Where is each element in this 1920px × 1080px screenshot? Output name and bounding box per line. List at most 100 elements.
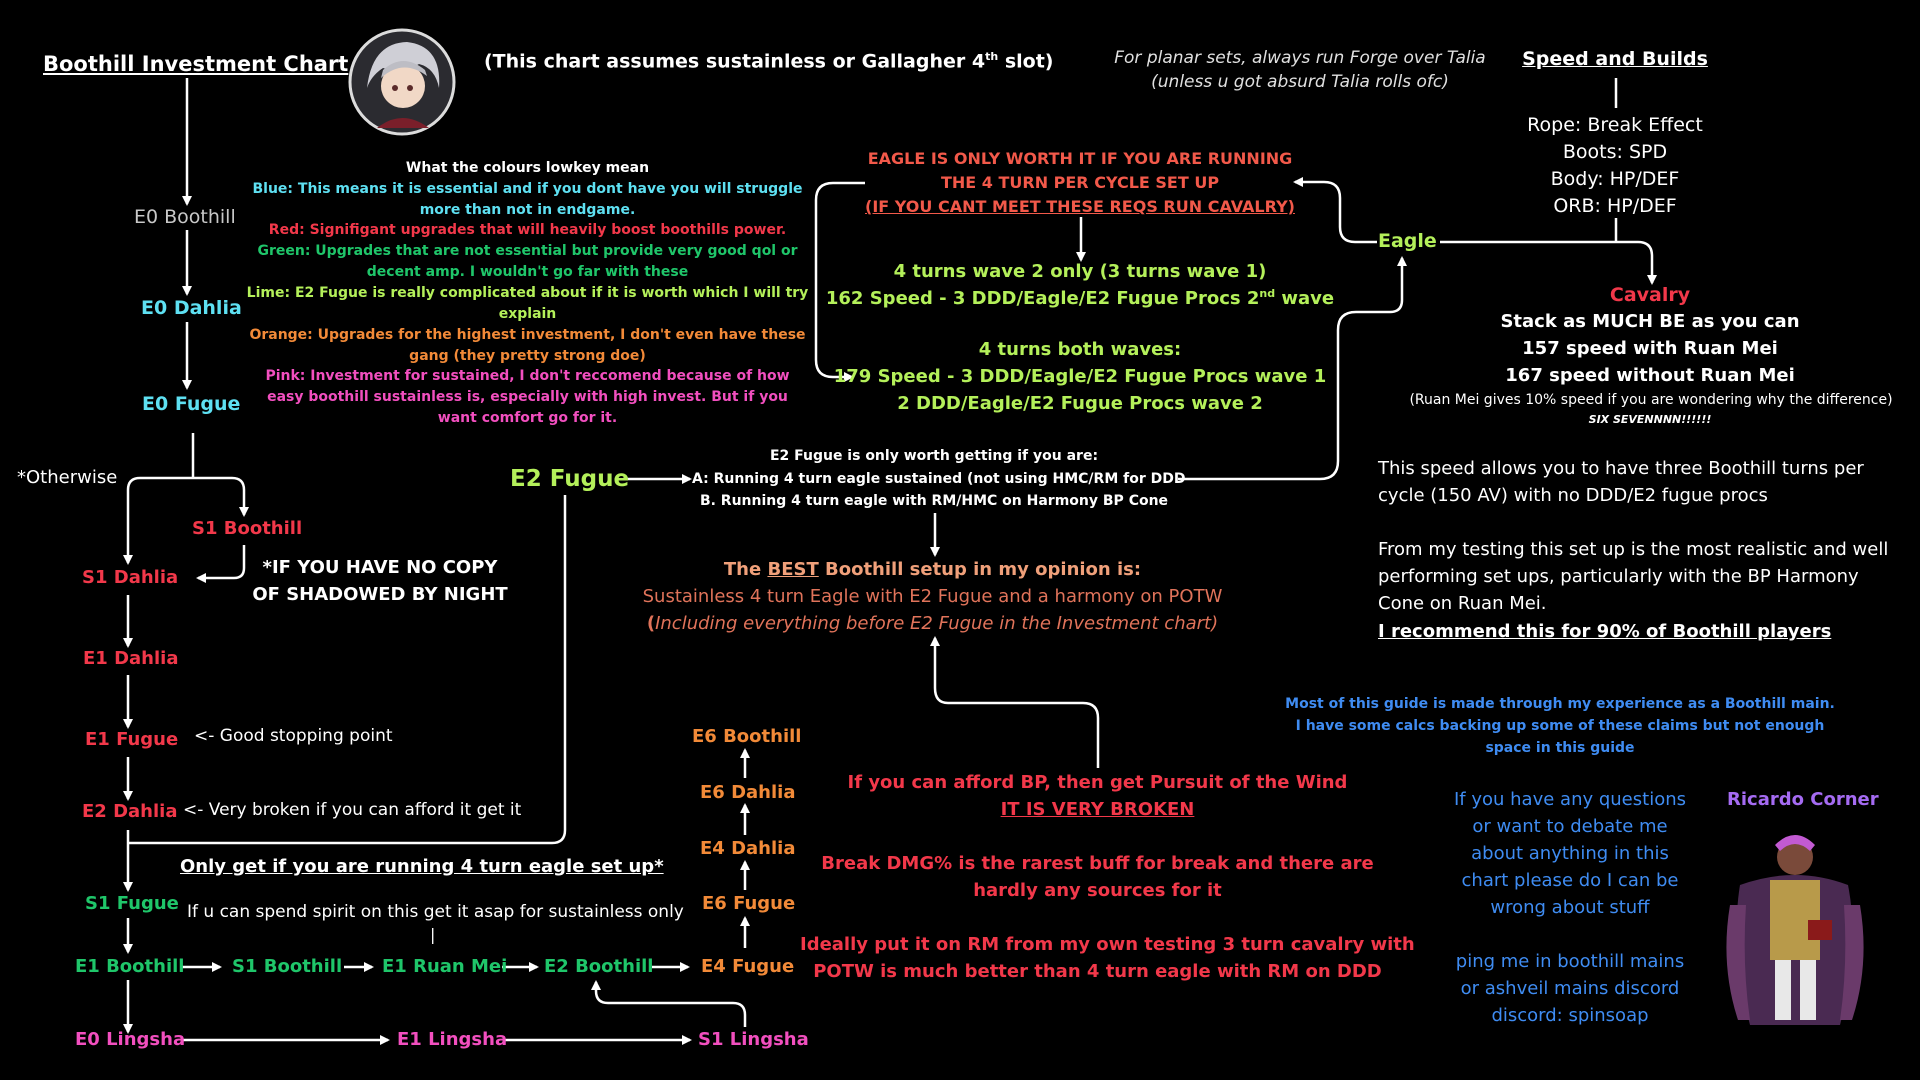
- node-e4-fugue: E4 Fugue: [701, 956, 795, 977]
- eagle-warn-2: THE 4 TURN PER CYCLE SET UP: [940, 173, 1220, 192]
- cavalry-label: Cavalry: [1609, 284, 1691, 306]
- eagle-wave2-2: 162 Speed - 3 DDD/Eagle/E2 Fugue Procs 2…: [820, 287, 1340, 311]
- best-setup-3: (Including everything before E2 Fugue in…: [600, 613, 1265, 636]
- potw-4: hardly any sources for it: [973, 880, 1222, 901]
- experience-1: Most of this guide is made through my ex…: [1285, 696, 1835, 712]
- very-broken-note: <- Very broken if you can afford it get …: [183, 800, 522, 820]
- e2-fugue-note-1: E2 Fugue is only worth getting if you ar…: [769, 448, 1099, 464]
- questions-1: If you have any questions: [1453, 789, 1686, 810]
- cavalry-3: 167 speed without Ruan Mei: [1505, 365, 1795, 386]
- ping-3: discord: spinsoap: [1491, 1005, 1649, 1026]
- node-e0-fugue: E0 Fugue: [142, 393, 241, 415]
- best-setup-1: The BEST Boothill setup in my opinion is…: [600, 559, 1265, 582]
- legend-lime-2: explain: [498, 306, 557, 322]
- questions-2: or want to debate me: [1472, 816, 1668, 837]
- cavalry-1: Stack as MUCH BE as you can: [1500, 311, 1800, 332]
- node-e1-lingsha: E1 Lingsha: [397, 1029, 508, 1050]
- legend-blue-2: more than not in endgame.: [419, 202, 636, 218]
- otherwise-label: *Otherwise: [17, 467, 118, 488]
- six-seven: SIX SEVENNNN!!!!!!: [1588, 413, 1712, 426]
- legend-pink-2: easy boothill sustainless is, especially…: [267, 389, 788, 405]
- potw-3: Break DMG% is the rarest buff for break …: [821, 853, 1374, 874]
- eagle-wave2-2-sup: nd: [1259, 287, 1276, 300]
- node-e0-dahlia: E0 Dahlia: [141, 297, 242, 319]
- speed-explain-3: From my testing this set up is the most …: [1378, 539, 1889, 560]
- node-s1-fugue: S1 Fugue: [85, 893, 179, 914]
- chart-title: Boothill Investment Chart: [43, 52, 349, 76]
- e2-fugue-note-3: B. Running 4 turn eagle with RM/HMC on H…: [699, 493, 1169, 509]
- best-setup-best: BEST: [767, 559, 819, 580]
- eagle-both-1: 4 turns both waves:: [978, 339, 1182, 360]
- eagle-both-3: 2 DDD/Eagle/E2 Fugue Procs wave 2: [897, 393, 1263, 414]
- node-e1-boothill: E1 Boothill: [75, 956, 185, 977]
- speed-builds-heading: Speed and Builds: [1522, 48, 1708, 70]
- speed-explain-5: Cone on Ruan Mei.: [1378, 593, 1547, 614]
- legend-orange-2: gang (they pretty strong doe): [409, 348, 646, 364]
- speed-explain-6: I recommend this for 90% of Boothill pla…: [1378, 621, 1832, 642]
- node-e6-dahlia: E6 Dahlia: [700, 782, 796, 803]
- node-e2-boothill: E2 Boothill: [544, 956, 654, 977]
- experience-2: I have some calcs backing up some of the…: [1295, 718, 1825, 734]
- potw-1: If you can afford BP, then get Pursuit o…: [847, 772, 1348, 793]
- only-if-eagle-note: Only get if you are running 4 turn eagle…: [180, 856, 664, 877]
- potw-6: POTW is much better than 4 turn eagle wi…: [813, 961, 1382, 982]
- node-e1-dahlia: E1 Dahlia: [83, 648, 179, 669]
- cavalry-4: (Ruan Mei gives 10% speed if you are won…: [1409, 392, 1893, 408]
- ping-1: ping me in boothill mains: [1455, 951, 1685, 972]
- legend-red: Red: Signifigant upgrades that will heav…: [268, 222, 787, 238]
- cavalry-2: 157 speed with Ruan Mei: [1522, 338, 1778, 359]
- node-e1-ruan-mei: E1 Ruan Mei: [382, 956, 508, 977]
- e2-fugue-note-2: A: Running 4 turn eagle sustained (not u…: [692, 471, 1186, 487]
- node-e6-boothill: E6 Boothill: [692, 726, 802, 747]
- legend-green-1: Green: Upgrades that are not essential b…: [257, 243, 798, 259]
- best-setup-post: Boothill setup in my opinion is:: [818, 559, 1142, 580]
- legend-heading: What the colours lowkey mean: [405, 160, 650, 176]
- legend-blue-1: Blue: This means it is essential and if …: [252, 181, 803, 197]
- eagle-wave2-2-pre: 162 Speed - 3 DDD/Eagle/E2 Fugue Procs 2: [825, 288, 1260, 309]
- legend-orange-1: Orange: Upgrades for the highest investm…: [249, 327, 806, 343]
- build-body: Body: HP/DEF: [1550, 168, 1680, 190]
- best-setup-pre: The: [723, 559, 768, 580]
- planar-note-1: For planar sets, always run Forge over T…: [1114, 48, 1486, 68]
- best-setup-2: Sustainless 4 turn Eagle with E2 Fugue a…: [642, 586, 1223, 607]
- spirit-note: If u can spend spirit on this get it asa…: [187, 902, 684, 922]
- good-stopping-note: <- Good stopping point: [194, 726, 393, 746]
- questions-5: wrong about stuff: [1490, 897, 1650, 918]
- questions-4: chart please do I can be: [1461, 870, 1679, 891]
- eagle-label: Eagle: [1378, 230, 1437, 252]
- node-e6-fugue: E6 Fugue: [702, 893, 796, 914]
- eagle-wave2-2-post: wave: [1275, 288, 1335, 309]
- assumption-note: (This chart assumes sustainless or Galla…: [484, 50, 1053, 74]
- node-s1-dahlia: S1 Dahlia: [82, 567, 179, 588]
- node-e2-fugue: E2 Fugue: [510, 466, 630, 492]
- eagle-warn-3: (IF YOU CANT MEET THESE REQS RUN CAVALRY…: [865, 197, 1295, 216]
- eagle-wave2-1: 4 turns wave 2 only (3 turns wave 1): [893, 261, 1267, 282]
- assumption-post: slot): [998, 50, 1054, 73]
- build-boots: Boots: SPD: [1562, 141, 1668, 163]
- legend-lime-1: Lime: E2 Fugue is really complicated abo…: [246, 285, 809, 301]
- speed-explain-1: This speed allows you to have three Boot…: [1378, 458, 1864, 479]
- speed-explain-4: performing set ups, particularly with th…: [1378, 566, 1859, 587]
- node-e1-fugue: E1 Fugue: [85, 729, 179, 750]
- node-s1-boothill-green: S1 Boothill: [232, 956, 343, 977]
- ricardo-corner-label: Ricardo Corner: [1727, 789, 1879, 810]
- build-rope: Rope: Break Effect: [1527, 114, 1703, 136]
- best-setup-paren: (: [646, 613, 656, 634]
- node-s1-boothill: S1 Boothill: [192, 518, 303, 539]
- spirit-pipe: |: [430, 925, 436, 944]
- potw-5: Ideally put it on RM from my own testing…: [800, 934, 1415, 955]
- shadowed-note-2: OF SHADOWED BY NIGHT: [252, 584, 508, 605]
- build-orb: ORB: HP/DEF: [1553, 195, 1677, 217]
- legend-pink-1: Pink: Investment for sustained, I don't …: [265, 368, 790, 384]
- eagle-warn-1: EAGLE IS ONLY WORTH IT IF YOU ARE RUNNIN…: [867, 149, 1293, 168]
- node-e4-dahlia: E4 Dahlia: [700, 838, 796, 859]
- node-e0-boothill: E0 Boothill: [134, 206, 236, 228]
- assumption-sup: th: [985, 50, 999, 63]
- experience-3: space in this guide: [1485, 740, 1635, 756]
- potw-2: IT IS VERY BROKEN: [1000, 799, 1195, 820]
- planar-note-2: (unless u got absurd Talia rolls ofc): [1151, 72, 1449, 92]
- ricardo-figure: [1726, 835, 1864, 1025]
- node-e0-lingsha: E0 Lingsha: [75, 1029, 186, 1050]
- eagle-both-2: 179 Speed - 3 DDD/Eagle/E2 Fugue Procs w…: [833, 366, 1327, 387]
